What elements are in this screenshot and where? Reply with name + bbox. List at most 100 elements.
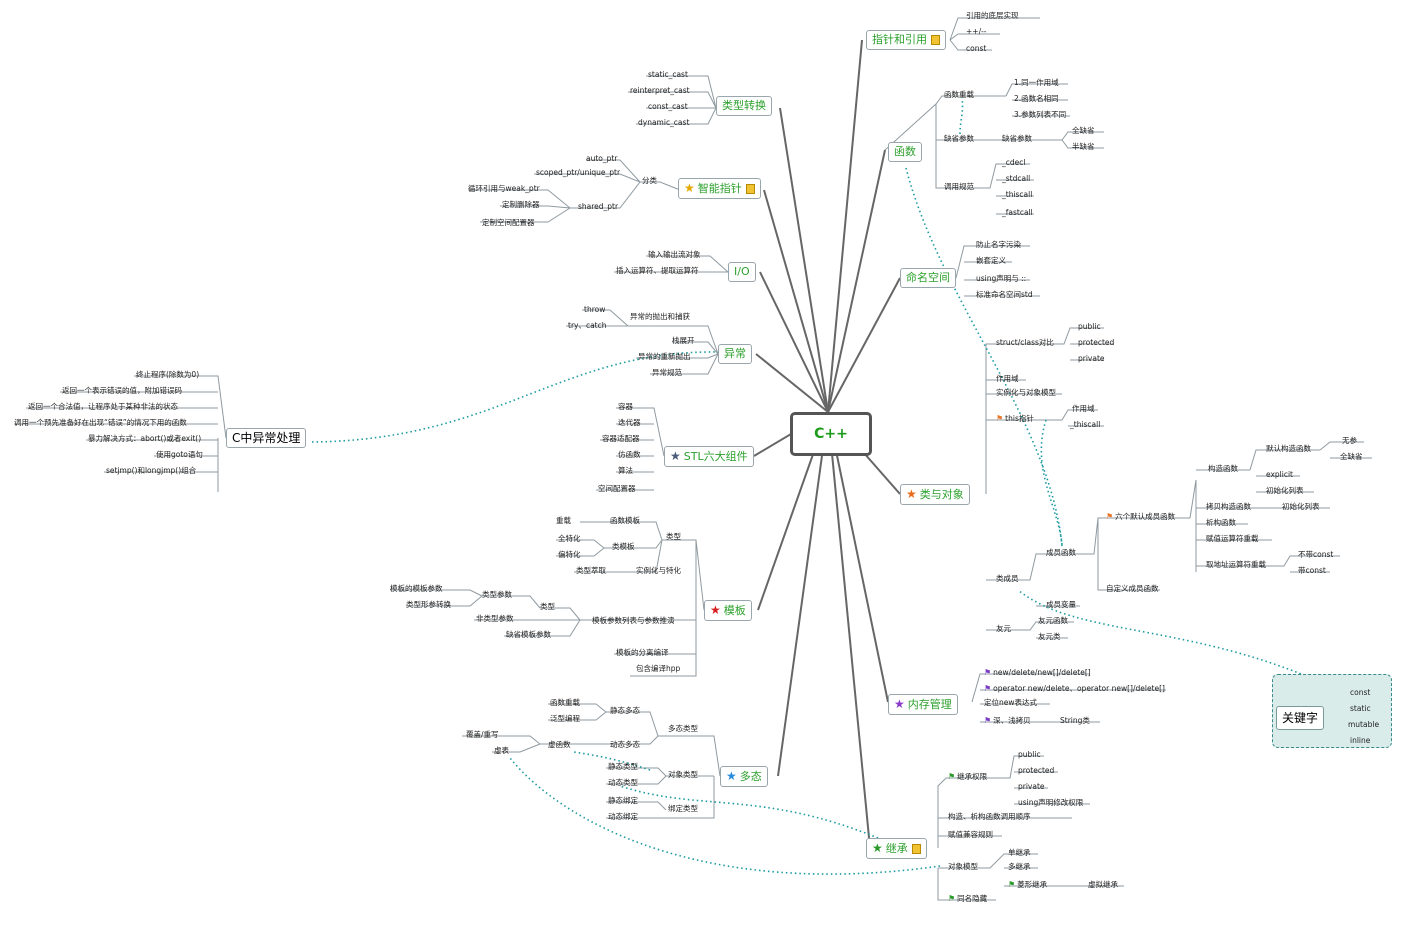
pointer-item: ++/--: [966, 27, 987, 36]
flag-icon: ⚑: [996, 414, 1004, 423]
class-node: 友元类: [1038, 632, 1061, 641]
topic-stl-label: STL六大组件: [683, 450, 748, 463]
class-node: 成员函数: [1046, 548, 1076, 557]
stl-item: 容器适配器: [602, 434, 640, 443]
exc-item: throw: [584, 305, 606, 314]
topic-smart-label: 智能指针: [697, 182, 742, 195]
shared-child: 定制删除器: [502, 200, 540, 209]
cexc-item: 返回一个表示错误的值，附加错误码: [62, 386, 182, 395]
root-node[interactable]: C++: [790, 412, 872, 456]
func-node: _thiscall: [1002, 190, 1033, 199]
mem-item: ⚑operator new/delete、operator new[]/dele…: [984, 684, 1165, 694]
smart-item: scoped_ptr/unique_ptr: [536, 168, 621, 177]
topic-pointer[interactable]: 指针和引用: [866, 30, 946, 50]
tmpl-node: 模板的模板参数: [390, 584, 443, 593]
cexc-item: 终止程序(除数为0): [136, 370, 200, 379]
class-node: 初始化列表: [1266, 486, 1304, 495]
topic-c-exception[interactable]: C中异常处理: [226, 428, 307, 448]
mem-item-label: 深、浅拷贝: [993, 716, 1031, 725]
class-node: ⚑六个默认成员函数: [1106, 512, 1175, 522]
sub-branches: [14, 17, 1380, 901]
cexc-item: 返回一个合法值，让程序处于某种非法的状态: [28, 402, 178, 411]
shared-child: 循环引用与weak_ptr: [468, 184, 540, 193]
topic-inheritance[interactable]: ★继承: [866, 838, 927, 859]
topic-class[interactable]: ★类与对象: [900, 484, 970, 505]
func-node: _cdecl: [1002, 158, 1026, 167]
ns-item: 防止名字污染: [976, 240, 1021, 249]
ns-item: 嵌套定义: [976, 256, 1006, 265]
kw-item: const: [1350, 688, 1371, 697]
cexc-item: 调用一个预先准备好在出现“错误”的情况下用的函数: [14, 418, 187, 427]
kw-item: mutable: [1348, 720, 1380, 729]
flag-icon: ⚑: [984, 668, 992, 677]
topic-function[interactable]: 函数: [888, 142, 922, 162]
topic-exception[interactable]: 异常: [718, 344, 752, 364]
class-this-label: this指针: [1005, 414, 1034, 423]
inherit-lingxing-label: 菱形继承: [1017, 880, 1048, 889]
flag-icon: ⚑: [1106, 512, 1114, 521]
class-node: 赋值运算符重载: [1206, 534, 1259, 543]
poly-node: 动态多态: [610, 740, 640, 749]
tmpl-node: 偏特化: [558, 550, 581, 559]
class-node: explicit: [1266, 470, 1293, 479]
topic-memory[interactable]: ★内存管理: [888, 694, 958, 715]
topic-template[interactable]: ★模板: [704, 600, 752, 621]
tmpl-node: 函数模板: [610, 516, 640, 525]
class-node: 构造函数: [1208, 464, 1238, 473]
class-node: 成员变量: [1046, 600, 1076, 609]
class-node: 析构函数: [1206, 518, 1236, 527]
ns-item: 标准命名空间std: [976, 290, 1033, 299]
class-node: 初始化列表: [1282, 502, 1320, 511]
func-node: 缺省参数: [944, 134, 974, 143]
exc-item: 异常规范: [652, 368, 682, 377]
class-node: struct/class对比: [996, 338, 1054, 347]
topic-namespace[interactable]: 命名空间: [900, 268, 956, 288]
exc-item: 异常的抛出和捕获: [630, 312, 690, 321]
mem-item: String类: [1060, 716, 1090, 725]
flag-icon: ⚑: [1008, 880, 1016, 889]
inherit-node: protected: [1018, 766, 1055, 775]
tmpl-node: 重载: [556, 516, 571, 525]
class-node: 作用域: [1072, 404, 1095, 413]
kw-item: inline: [1350, 736, 1371, 745]
mem-item-label: new/delete/new[]/delete[]: [993, 668, 1091, 677]
class-node: protected: [1078, 338, 1115, 347]
tmpl-node: 类型萃取: [576, 566, 606, 575]
poly-node: 静态绑定: [608, 796, 638, 805]
topic-cast[interactable]: 类型转换: [716, 96, 772, 116]
inherit-node: public: [1018, 750, 1041, 759]
class-node: 友元: [996, 624, 1011, 633]
mem-item: ⚑new/delete/new[]/delete[]: [984, 668, 1091, 678]
flag-icon: ⚑: [948, 772, 956, 781]
topic-smart-pointer[interactable]: ★智能指针: [678, 178, 761, 199]
class-node: private: [1078, 354, 1105, 363]
tmpl-node: 类模板: [612, 542, 635, 551]
tmpl-node: 包含编译hpp: [636, 664, 681, 673]
pointer-item: 引用的底层实现: [966, 11, 1019, 20]
stl-item: 迭代器: [618, 418, 641, 427]
smart-item: shared_ptr: [578, 202, 619, 211]
class-node: 作用域: [996, 374, 1019, 383]
ns-item: using声明与 ::: [976, 274, 1027, 283]
topic-poly-label: 多态: [739, 770, 762, 783]
topic-io[interactable]: I/O: [728, 262, 756, 282]
topic-inherit-label: 继承: [885, 842, 908, 855]
exc-item: 异常的重新抛出: [638, 352, 691, 361]
io-item: 插入运算符、提取运算符: [616, 266, 699, 275]
inherit-node: ⚑继承权限: [948, 772, 987, 782]
topic-stl[interactable]: ★STL六大组件: [664, 446, 754, 467]
mem-item: 定位new表达式: [984, 698, 1038, 707]
cexc-item: 使用goto语句: [156, 450, 203, 459]
stl-item: 算法: [618, 466, 633, 475]
func-node: 3.参数列表不同: [1014, 110, 1067, 119]
star-icon: ★: [684, 181, 695, 195]
topic-polymorphism[interactable]: ★多态: [720, 766, 768, 787]
func-node: _stdcall: [1002, 174, 1031, 183]
func-node: 1.同一作用域: [1014, 78, 1059, 87]
topic-template-label: 模板: [723, 604, 746, 617]
io-item: 输入输出流对象: [648, 250, 701, 259]
star-icon: ★: [710, 603, 721, 617]
topic-keyword[interactable]: 关键字: [1276, 706, 1325, 730]
class-six-label: 六个默认成员函数: [1115, 512, 1176, 521]
class-node: 取地址运算符重载: [1206, 560, 1266, 569]
